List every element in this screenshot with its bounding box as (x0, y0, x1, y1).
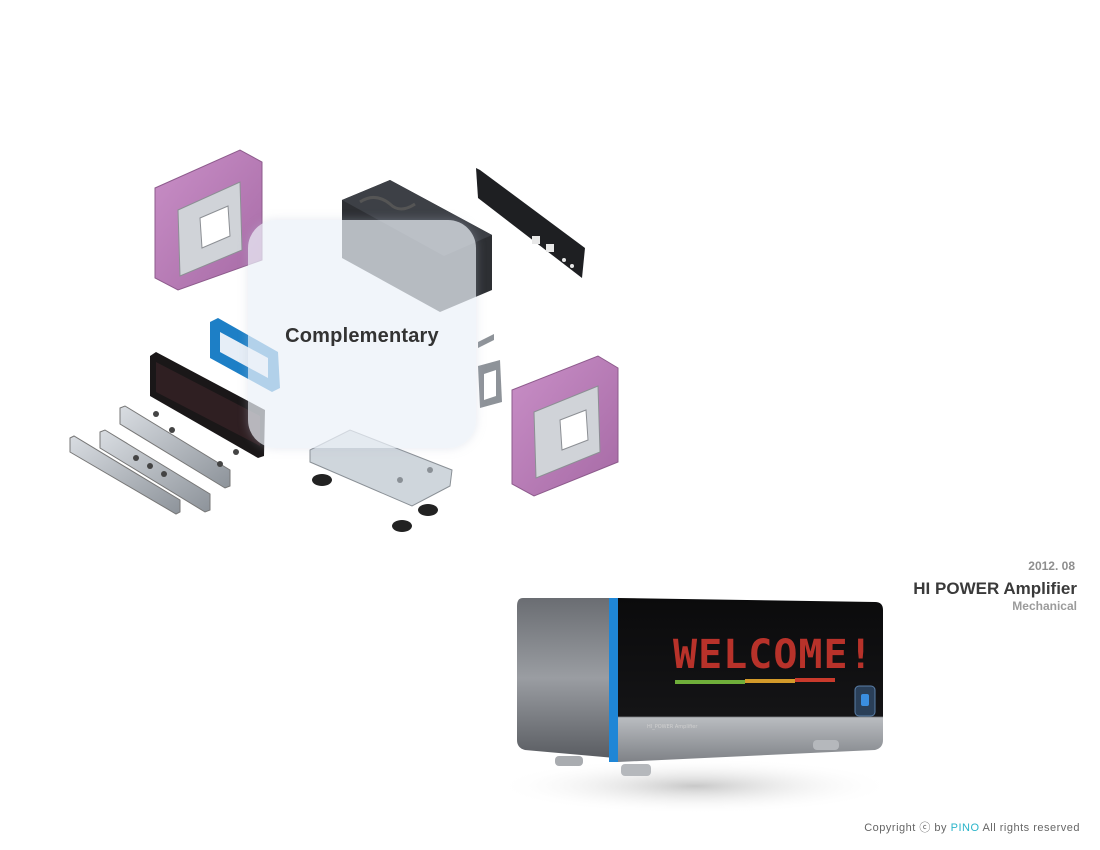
power-button-light (861, 694, 869, 706)
right-side-frame (511, 355, 619, 497)
foot-left-front (621, 764, 651, 776)
product-title: HI POWER Amplifier (913, 579, 1077, 598)
overlay-label: Complementary (285, 324, 439, 347)
level-meter-green (675, 680, 745, 684)
copyright-prefix: Copyright ⓒ by (864, 822, 951, 834)
back-panel (476, 168, 585, 278)
front-model-label: HI_POWER Amplifier (647, 724, 698, 730)
complementary-overlay[interactable]: Complementary (248, 220, 476, 448)
front-plates (69, 405, 239, 515)
exploded-view-illustration (69, 149, 619, 532)
amp-side-body (517, 598, 615, 758)
foot-left-back (555, 756, 583, 766)
project-date: 2012. 08 (1028, 559, 1075, 573)
copyright-notice: Copyright ⓒ by PINO All rights reserved (864, 819, 1080, 835)
front-display-panel (150, 352, 265, 458)
led-display-text: WELCOME! (673, 632, 874, 678)
floor-shadow (495, 758, 895, 814)
left-side-frame (154, 149, 263, 291)
copyright-suffix: All rights reserved (979, 822, 1080, 834)
level-meter-red (795, 678, 835, 682)
rubber-feet (312, 474, 438, 532)
blue-accent-strip (609, 598, 618, 762)
level-meter-orange (745, 679, 795, 683)
rear-bracket (478, 334, 502, 408)
amplifier-render: WELCOME! HI_POWER Amplifier (495, 598, 895, 814)
product-category: Mechanical (1012, 599, 1077, 613)
brand-name: PINO (950, 822, 980, 834)
foot-right-front (813, 740, 839, 750)
